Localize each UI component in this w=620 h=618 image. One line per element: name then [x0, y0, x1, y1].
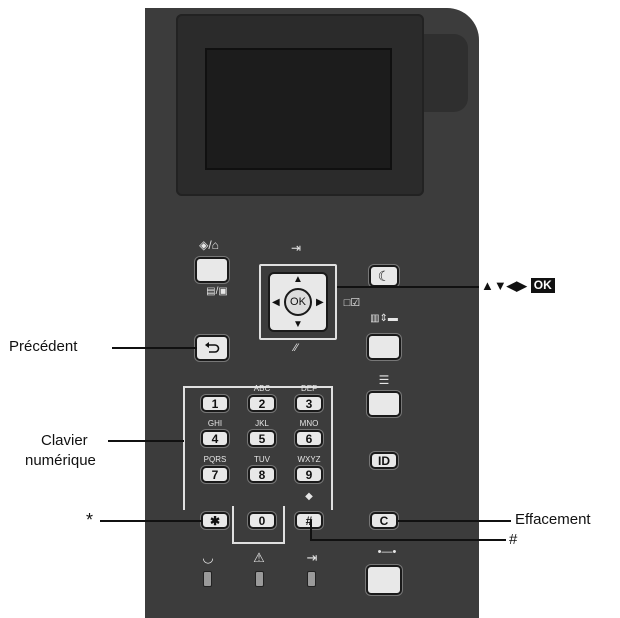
clear-button[interactable]: C — [370, 512, 398, 529]
id-label: ID — [378, 453, 390, 468]
key-5[interactable]: 5 — [248, 430, 276, 447]
key-2[interactable]: 2 — [248, 395, 276, 412]
keypad-frame-bottom — [232, 542, 285, 544]
down-arrow-icon[interactable]: ▼ — [293, 319, 303, 330]
keypad-frame-right-tail — [283, 506, 285, 544]
return-arrow-icon — [205, 342, 220, 353]
key-5-label: 5 — [258, 431, 266, 446]
key-4[interactable]: 4 — [201, 430, 229, 447]
key-7[interactable]: 7 — [201, 466, 229, 483]
keypad-frame-left-tail — [232, 506, 234, 544]
checkbox-icon: □☑ — [343, 297, 361, 309]
back-pointer-line — [112, 347, 197, 349]
letters-5: JKL — [255, 419, 269, 428]
id-button[interactable]: ID — [370, 452, 398, 469]
nav-annotation: ▲▼◀▶OK — [481, 278, 555, 294]
key-9[interactable]: 9 — [295, 466, 323, 483]
key-0-label: 0 — [258, 513, 266, 528]
panel-side-notch — [418, 34, 468, 112]
energy-saver-button[interactable]: ☾ — [369, 265, 399, 287]
main-power-button[interactable] — [366, 565, 402, 595]
letters-2: ABC — [253, 384, 271, 393]
main-power-icon: •—• — [377, 546, 397, 558]
error-led — [255, 571, 264, 587]
diamond-icon: ◆ — [305, 491, 313, 502]
nav-arrows-label: ▲▼◀▶ — [481, 278, 527, 293]
clear-pointer-line — [398, 520, 511, 522]
key-6[interactable]: 6 — [295, 430, 323, 447]
star-pointer-line — [100, 520, 202, 522]
key-star-label: ✱ — [209, 513, 221, 528]
processing-led — [203, 571, 212, 587]
enter-icon: ⇥ — [290, 241, 302, 255]
letters-8: TUV — [254, 455, 270, 464]
back-annotation: Précédent — [9, 338, 78, 355]
status-monitor-button[interactable] — [367, 391, 401, 417]
letters-9: WXYZ — [297, 455, 321, 464]
key-3-label: 3 — [305, 396, 313, 411]
up-arrow-icon[interactable]: ▲ — [293, 274, 303, 285]
right-arrow-icon[interactable]: ▶ — [316, 297, 324, 308]
key-8-label: 8 — [258, 467, 266, 482]
keypad-frame-gap — [232, 508, 285, 510]
menu-home-icon: ◈/⌂ — [199, 238, 219, 252]
display-screen — [205, 48, 392, 170]
left-arrow-icon[interactable]: ◀ — [272, 297, 280, 308]
keypad-annotation-line1: Clavier — [41, 432, 88, 449]
display-switch-icon: ▥⇕▬ — [370, 313, 398, 324]
letters-4: GHI — [207, 419, 223, 428]
key-9-label: 9 — [305, 467, 313, 482]
key-star[interactable]: ✱ — [201, 512, 229, 529]
letters-3: DEF — [301, 384, 317, 393]
hash-pointer-horizontal — [310, 539, 506, 541]
power-icon: ⇥ — [306, 550, 318, 565]
ok-button[interactable]: OK — [284, 288, 312, 316]
nav-pointer-line — [337, 286, 479, 288]
back-button[interactable] — [195, 335, 229, 361]
ok-label: OK — [290, 296, 306, 308]
key-0[interactable]: 0 — [248, 512, 276, 529]
moon-icon: ☾ — [377, 267, 391, 284]
clear-annotation: Effacement — [515, 511, 591, 528]
nav-pad[interactable]: ▲ ▼ ◀ ▶ OK — [268, 272, 328, 332]
key-4-label: 4 — [211, 431, 219, 446]
display-switch-button[interactable] — [367, 334, 401, 360]
status-monitor-icon: ☰ — [378, 373, 390, 387]
keypad-frame — [183, 386, 333, 510]
counter-icon: ▤/▣ — [206, 286, 228, 297]
key-1-label: 1 — [211, 396, 219, 411]
key-6-label: 6 — [305, 431, 313, 446]
letters-7: PQRS — [203, 455, 227, 464]
hash-pointer-vertical — [310, 520, 312, 540]
key-8[interactable]: 8 — [248, 466, 276, 483]
keypad-annotation-line2: numérique — [25, 452, 96, 469]
power-led — [307, 571, 316, 587]
nav-ok-label: OK — [530, 278, 555, 293]
clear-label: C — [379, 513, 389, 528]
menu-button[interactable] — [195, 257, 229, 283]
key-3[interactable]: 3 — [295, 395, 323, 412]
hash-annotation: # — [509, 531, 518, 548]
key-hash-label: # — [305, 513, 313, 528]
key-2-label: 2 — [258, 396, 266, 411]
key-hash[interactable]: # — [295, 512, 323, 529]
keypad-pointer-line — [108, 440, 184, 442]
error-icon: ⚠ — [253, 550, 265, 565]
star-annotation: * — [86, 510, 94, 530]
key-7-label: 7 — [211, 467, 219, 482]
processing-icon: ◡ — [202, 550, 214, 565]
letters-6: MNO — [299, 419, 319, 428]
key-1[interactable]: 1 — [201, 395, 229, 412]
reset-icon: ⁄⁄ — [294, 342, 298, 354]
